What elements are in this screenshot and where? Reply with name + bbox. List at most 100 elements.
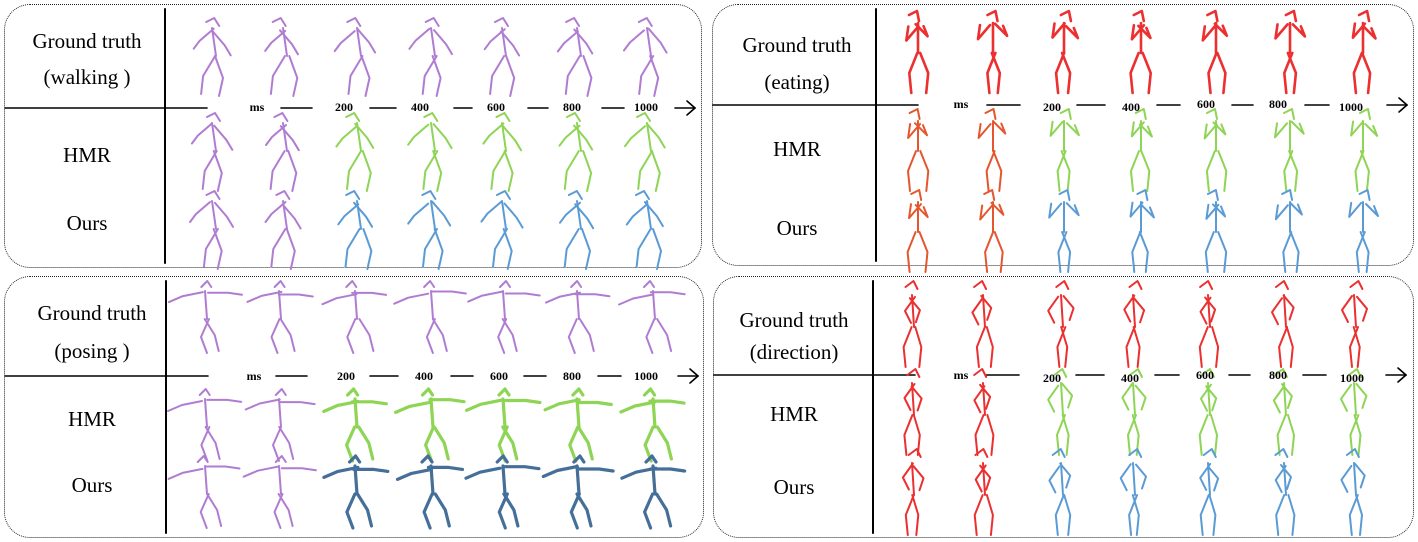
- stick-figure: [244, 388, 316, 462]
- axis-arrow-head: [689, 368, 699, 377]
- stick-figure: [1204, 189, 1228, 273]
- time-tick-200: 200: [1043, 371, 1061, 385]
- stick-figure: [1340, 448, 1366, 536]
- hmr-label: HMR: [773, 137, 821, 161]
- stick-figure: [190, 112, 234, 192]
- stick-figure: [541, 454, 615, 530]
- stick-figure: [623, 17, 668, 97]
- stick-figure: [971, 280, 994, 368]
- stick-figure: [1048, 448, 1072, 536]
- stick-figure: [482, 112, 523, 192]
- stick-figure: [467, 280, 541, 354]
- skeleton-area: [4, 280, 699, 534]
- time-unit-label: ms: [249, 100, 265, 114]
- time-tick-1000: 1000: [1339, 100, 1363, 114]
- stick-figure: [1199, 448, 1220, 536]
- stick-figure: [543, 387, 613, 463]
- stick-figure: [1121, 368, 1147, 456]
- stick-figure: [407, 190, 452, 270]
- hmr-label: HMR: [770, 402, 818, 426]
- stick-figure: [619, 387, 686, 463]
- stick-figure: [1047, 280, 1075, 368]
- stick-figure: [321, 280, 388, 354]
- stick-figure: [905, 9, 930, 95]
- time-tick-1000: 1000: [634, 100, 658, 114]
- skeleton-area: [4, 8, 696, 270]
- stick-figure: [906, 189, 929, 273]
- hmr-label: HMR: [63, 143, 111, 167]
- action-label: (walking ): [43, 65, 131, 89]
- stick-figure: [408, 17, 453, 97]
- time-unit-label: ms: [953, 368, 969, 382]
- axis-arrow-head: [686, 100, 696, 109]
- stick-figure: [973, 368, 995, 456]
- stick-figure: [559, 190, 595, 270]
- stick-figure: [1274, 448, 1296, 536]
- stick-figure: [624, 112, 666, 192]
- stick-figure: [1048, 189, 1080, 273]
- axis-arrow-head: [689, 375, 699, 384]
- stick-figure: [902, 280, 923, 368]
- action-label: (posing ): [54, 339, 130, 363]
- ground-truth-label: Ground truth: [37, 301, 147, 325]
- stick-figure: [973, 448, 994, 536]
- ground-truth-label: Ground truth: [32, 29, 142, 53]
- stick-figure: [556, 17, 594, 97]
- stick-figure: [1051, 9, 1080, 95]
- time-tick-800: 800: [1269, 368, 1287, 382]
- stick-figure: [545, 280, 611, 354]
- stick-figure: [483, 17, 521, 97]
- stick-figure: [1340, 368, 1368, 456]
- stick-figure: [394, 387, 466, 463]
- stick-figure: [907, 108, 930, 192]
- time-tick-600: 600: [1197, 97, 1215, 111]
- time-unit-label: ms: [953, 97, 969, 111]
- axis-arrow-head: [1397, 367, 1407, 376]
- stick-figure: [465, 387, 542, 463]
- panel-posing: Ground truth (posing ) HMR Ours ms 200 4…: [4, 276, 704, 538]
- stick-figure: [1198, 368, 1218, 456]
- action-label: (eating): [764, 70, 830, 94]
- stick-figure: [333, 17, 377, 97]
- panel-direction: Ground truth (direction) HMR Ours ms 200…: [713, 276, 1414, 538]
- time-tick-200: 200: [335, 100, 353, 114]
- stick-figure: [464, 454, 541, 530]
- stick-figure: [322, 387, 388, 463]
- ours-label: Ours: [66, 211, 108, 235]
- stick-figure: [242, 455, 317, 529]
- stick-figure: [407, 112, 453, 192]
- stick-figure: [335, 112, 375, 192]
- stick-figure: [167, 280, 243, 354]
- stick-figure: [1274, 189, 1303, 273]
- stick-figure: [192, 17, 232, 97]
- time-tick-600: 600: [1196, 368, 1214, 382]
- stick-figure: [1351, 9, 1377, 95]
- ground-truth-label: Ground truth: [742, 33, 852, 57]
- stick-figure: [1047, 368, 1074, 456]
- time-tick-1000: 1000: [634, 369, 658, 383]
- axis-arrow-head: [1398, 104, 1408, 113]
- time-tick-600: 600: [487, 100, 505, 114]
- stick-figure: [265, 112, 300, 192]
- stick-figure: [393, 280, 467, 354]
- stick-figure: [1350, 108, 1379, 192]
- time-tick-200: 200: [1043, 100, 1061, 114]
- stick-figure: [1119, 448, 1147, 536]
- action-label: (direction): [749, 340, 839, 364]
- stick-figure: [264, 190, 302, 270]
- stick-figure: [1274, 108, 1305, 192]
- stick-figure: [618, 280, 686, 354]
- stick-figure: [337, 190, 374, 270]
- stick-figure: [1274, 9, 1307, 95]
- hmr-label: HMR: [68, 407, 116, 431]
- stick-figure: [1129, 189, 1155, 273]
- panel-eating: Ground truth (eating) HMR Ours ms 200 40…: [712, 4, 1414, 273]
- stick-figure: [625, 190, 664, 270]
- time-tick-800: 800: [563, 369, 581, 383]
- stick-figure: [246, 280, 314, 354]
- stick-figure: [1348, 189, 1379, 273]
- time-tick-600: 600: [490, 369, 508, 383]
- stick-figure: [977, 108, 1007, 192]
- stick-figure: [1130, 108, 1153, 192]
- stick-figure: [264, 17, 299, 97]
